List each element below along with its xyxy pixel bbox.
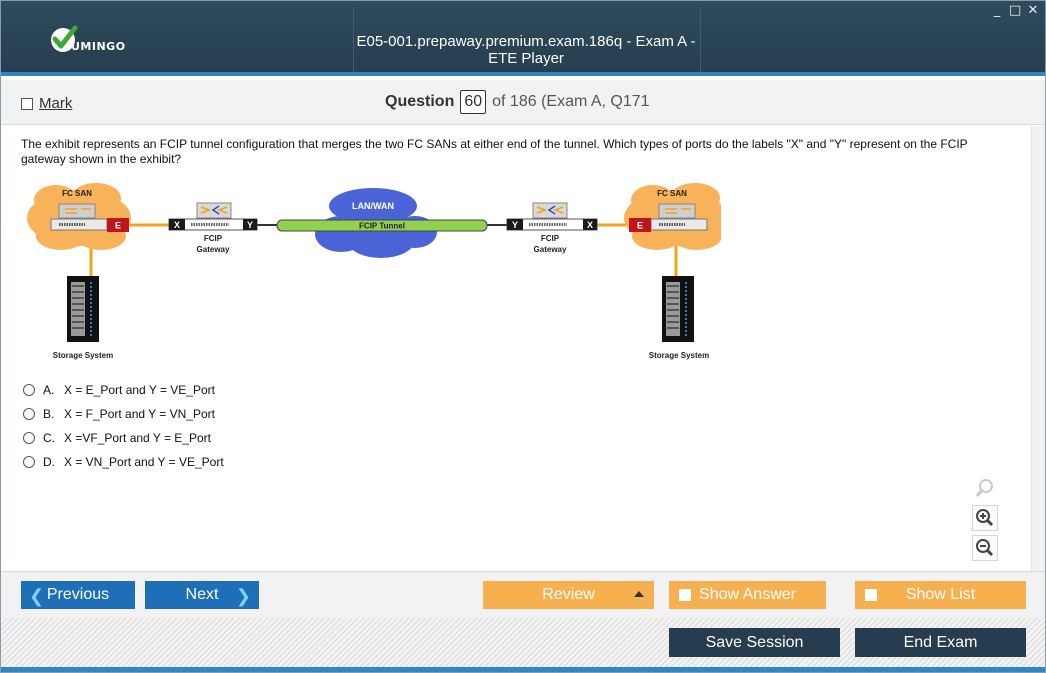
right-san-label: FC SAN [657, 189, 687, 198]
answer-letter: A. [43, 383, 55, 397]
answer-option-d[interactable]: D. X = VN_Port and Y = VE_Port [23, 450, 224, 474]
left-san-label: FC SAN [62, 189, 92, 198]
answer-radio-d[interactable] [23, 456, 35, 468]
vertical-scrollbar[interactable] [1031, 126, 1045, 571]
right-storage-label: Storage System [649, 351, 709, 360]
answer-radio-c[interactable] [23, 432, 35, 444]
right-fcip-gateway [506, 202, 598, 231]
answer-letter: B. [43, 407, 55, 421]
answer-text: X = VN_Port and Y = VE_Port [64, 455, 224, 469]
question-text: The exhibit represents an FCIP tunnel co… [21, 137, 968, 166]
show-list-button[interactable]: Show List [855, 581, 1026, 609]
search-icon[interactable] [972, 475, 998, 501]
mark-label: Mark [39, 95, 73, 112]
answer-option-a[interactable]: A. X = E_Port and Y = VE_Port [23, 378, 224, 402]
logo-text: UMINGO [71, 40, 126, 53]
right-port-e-label: E [637, 221, 643, 231]
review-label: Review [542, 586, 595, 603]
end-exam-button[interactable]: End Exam [855, 628, 1026, 657]
question-of-total: of 186 (Exam A, Q171 [492, 93, 650, 110]
chevron-right-icon: ❯ [235, 586, 251, 606]
tunnel-label: FCIP Tunnel [359, 222, 405, 231]
close-icon[interactable]: ✕ [1027, 3, 1039, 18]
question-header: Mark Question 60 of 186 (Exam A, Q171 [1, 80, 1045, 125]
show-list-checkbox[interactable] [865, 589, 877, 601]
navigation-bar: ❮ Previous Next ❯ Review Show Answer Sho… [1, 571, 1045, 618]
left-fcip-gateway [168, 202, 258, 231]
right-fc-san-cloud [624, 183, 721, 250]
exhibit-diagram: FC SAN E X Y FCIP Gateway [27, 183, 721, 360]
maximize-icon[interactable]: □ [1009, 3, 1022, 18]
left-gateway-label-line1: FCIP [204, 234, 223, 243]
window-controls: _ □ ✕ [991, 3, 1039, 18]
answer-option-b[interactable]: B. X = F_Port and Y = VN_Port [23, 402, 224, 426]
zoom-tools [972, 475, 1002, 565]
triangle-up-icon [634, 591, 644, 597]
next-label: Next [185, 586, 219, 603]
mark-checkbox-box[interactable] [21, 97, 33, 110]
answer-radio-a[interactable] [23, 384, 35, 396]
show-answer-label: Show Answer [699, 586, 796, 603]
left-port-e-label: E [115, 221, 121, 231]
save-session-button[interactable]: Save Session [669, 628, 840, 657]
show-answer-button[interactable]: Show Answer [669, 581, 826, 609]
show-list-label: Show List [905, 586, 976, 603]
question-number-input[interactable]: 60 [460, 90, 487, 114]
left-storage-label: Storage System [53, 351, 113, 360]
answer-options: A. X = E_Port and Y = VE_Port B. X = F_P… [23, 378, 224, 474]
bottom-accent-bar [1, 667, 1045, 672]
title-separator [353, 7, 354, 72]
fcip-tunnel-pipe [276, 219, 488, 232]
left-gateway-label-line2: Gateway [197, 245, 230, 254]
left-storage-system [67, 276, 99, 342]
answer-letter: D. [43, 455, 55, 469]
next-button[interactable]: Next ❯ [145, 581, 259, 609]
vumingo-logo [51, 25, 78, 52]
answer-text: X = E_Port and Y = VE_Port [64, 383, 215, 397]
right-port-y-label: Y [512, 220, 518, 230]
window-title: E05-001.prepaway.premium.exam.186q - Exa… [356, 33, 696, 67]
right-storage-system [662, 276, 694, 342]
session-bar: Save Session End Exam [1, 618, 1045, 667]
mark-checkbox[interactable]: Mark [21, 95, 72, 112]
answer-option-c[interactable]: C. X =VF_Port and Y = E_Port [23, 426, 224, 450]
previous-label: Previous [46, 586, 110, 603]
left-port-x-label: X [174, 220, 180, 230]
zoom-out-icon[interactable] [972, 535, 998, 561]
cloud-label: LAN/WAN [352, 201, 394, 211]
question-number-display: Question 60 of 186 (Exam A, Q171 [385, 90, 650, 114]
question-word: Question [385, 93, 455, 110]
title-separator [700, 7, 701, 72]
left-fc-san-cloud [27, 183, 131, 250]
right-port-x-label: X [587, 220, 593, 230]
right-gateway-label-line1: FCIP [541, 234, 560, 243]
answer-radio-b[interactable] [23, 408, 35, 420]
answer-text: X =VF_Port and Y = E_Port [64, 431, 211, 445]
answer-text: X = F_Port and Y = VN_Port [64, 407, 215, 421]
title-bar: UMINGO E05-001.prepaway.premium.exam.186… [1, 1, 1045, 76]
previous-button[interactable]: ❮ Previous [21, 581, 135, 609]
zoom-in-icon[interactable] [972, 505, 998, 531]
minimize-icon[interactable]: _ [993, 3, 1001, 18]
review-button[interactable]: Review [483, 581, 654, 609]
show-answer-checkbox[interactable] [679, 589, 691, 601]
right-gateway-label-line2: Gateway [534, 245, 567, 254]
answer-letter: C. [43, 431, 55, 445]
question-content: The exhibit represents an FCIP tunnel co… [7, 126, 1029, 571]
chevron-left-icon: ❮ [29, 586, 45, 606]
left-port-y-label: Y [247, 220, 253, 230]
